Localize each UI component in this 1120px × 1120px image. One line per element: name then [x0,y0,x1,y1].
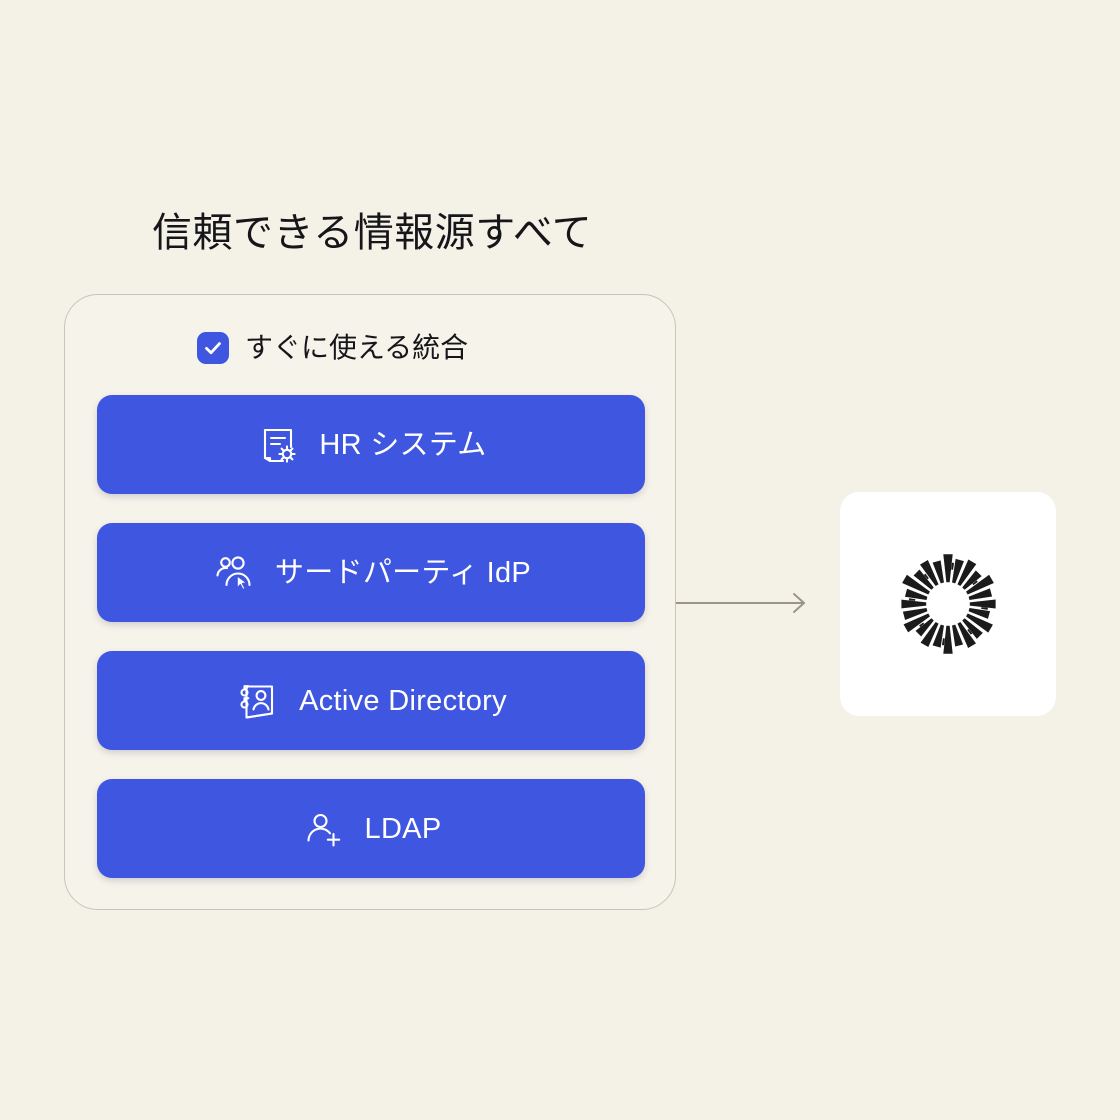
user-plus-icon [301,806,347,852]
source-button-ldap[interactable]: LDAP [97,779,645,878]
sources-panel: すぐに使える統合 HR システム [64,294,676,910]
source-button-label: サードパーティ IdP [274,556,532,589]
destination-logo-card [840,492,1056,716]
source-button-label: HR システム [319,428,487,461]
users-cursor-icon [211,550,257,596]
source-button-third-party-idp[interactable]: サードパーティ IdP [97,523,645,622]
integrations-checkbox-label: すぐに使える統合 [245,332,469,363]
integrations-checkbox-row[interactable]: すぐに使える統合 [197,331,468,365]
arrow-right-icon [675,585,816,621]
sunburst-radial-logo [901,554,996,654]
source-button-label: LDAP [364,812,442,845]
page-title: 信頼できる情報源すべて [152,211,593,255]
address-book-icon [235,678,281,724]
source-button-hr-system[interactable]: HR システム [97,395,645,494]
source-button-active-directory[interactable]: Active Directory [97,651,645,750]
checkmark-icon[interactable] [197,332,229,364]
document-gear-icon [255,422,301,468]
source-button-label: Active Directory [299,684,507,717]
source-button-list: HR システム サードパーティ IdP [97,395,645,878]
